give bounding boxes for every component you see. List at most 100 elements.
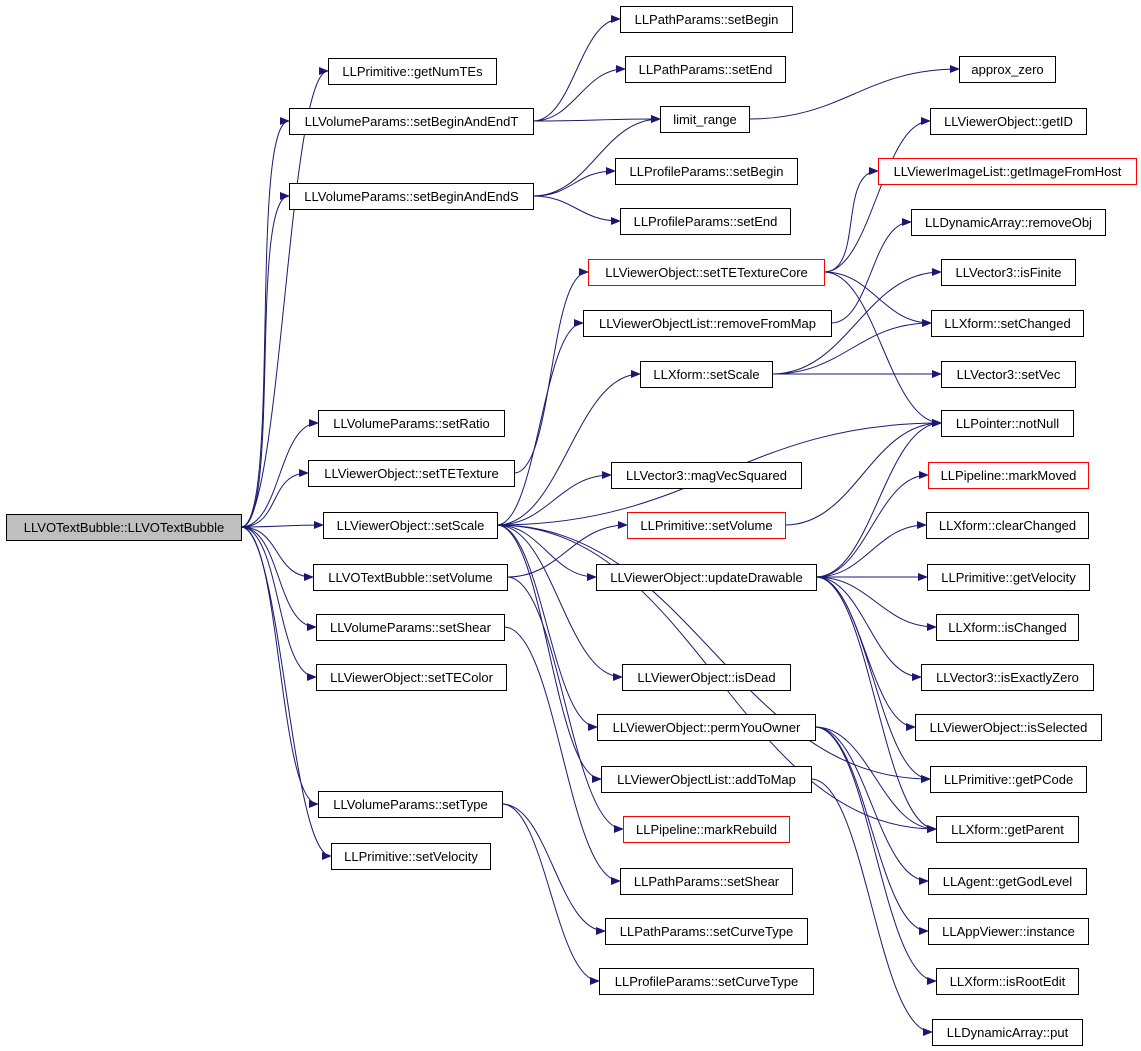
node-path-set-shear[interactable]: LLPathParams::setShear: [620, 868, 793, 895]
node-box: [622, 664, 791, 691]
node-remove-obj[interactable]: LLDynamicArray::removeObj: [911, 209, 1106, 236]
node-get-num-tes[interactable]: LLPrimitive::getNumTEs: [328, 58, 497, 85]
node-set-begin-and-end-t[interactable]: LLVolumeParams::setBeginAndEndT: [289, 108, 534, 135]
node-label: LLViewerObject::setTETexture: [324, 466, 498, 481]
node-box: [931, 310, 1084, 337]
node-get-god-level[interactable]: LLAgent::getGodLevel: [928, 868, 1087, 895]
node-path-set-end[interactable]: LLPathParams::setEnd: [625, 56, 786, 83]
node-mark-rebuild[interactable]: LLPipeline::markRebuild: [623, 816, 790, 843]
root-node-root[interactable]: LLVOTextBubble::LLVOTextBubble: [6, 514, 242, 541]
node-path-set-curve-type[interactable]: LLPathParams::setCurveType: [605, 918, 808, 945]
edge-set-scale-vo-to-remove-from-map: [496, 319, 584, 526]
node-box: [930, 766, 1087, 793]
node-not-null[interactable]: LLPointer::notNull: [941, 410, 1074, 437]
edge-perm-you-owner-to-get-parent: [814, 726, 937, 833]
node-label: LLViewerObject::setTETextureCore: [605, 265, 808, 280]
node-box: [597, 714, 816, 741]
node-set-tetexture[interactable]: LLViewerObject::setTETexture: [308, 460, 515, 487]
edge-set-volume-tb-to-prim-set-volume: [506, 521, 628, 578]
node-get-pcode[interactable]: LLPrimitive::getPCode: [930, 766, 1087, 793]
node-label: LLPrimitive::getVelocity: [941, 570, 1076, 585]
node-get-velocity[interactable]: LLPrimitive::getVelocity: [927, 564, 1090, 591]
node-xform-set-scale[interactable]: LLXform::setScale: [640, 361, 773, 388]
node-perm-you-owner[interactable]: LLViewerObject::permYouOwner: [597, 714, 816, 741]
node-prof-set-end[interactable]: LLProfileParams::setEnd: [620, 208, 791, 235]
node-box: [911, 209, 1106, 236]
edge-update-drawable-to-get-pcode: [815, 576, 931, 783]
node-label: limit_range: [673, 112, 737, 127]
graph-edges: [240, 15, 960, 1036]
node-is-dead[interactable]: LLViewerObject::isDead: [622, 664, 791, 691]
node-set-scale-vo[interactable]: LLViewerObject::setScale: [323, 512, 498, 539]
edge-perm-you-owner-to-instance: [814, 726, 929, 935]
node-get-image-from-host[interactable]: LLViewerImageList::getImageFromHost: [878, 158, 1137, 185]
node-label: LLVolumeParams::setBeginAndEndT: [305, 114, 519, 129]
edge-root-to-get-num-tes: [240, 67, 329, 528]
node-set-tecolor[interactable]: LLViewerObject::setTEColor: [316, 664, 507, 691]
edge-update-drawable-to-mark-moved: [815, 471, 929, 578]
node-box: [316, 614, 505, 641]
node-clear-changed[interactable]: LLXform::clearChanged: [926, 512, 1089, 539]
node-box: [601, 766, 812, 793]
node-box: [313, 564, 508, 591]
node-label: LLPrimitive::getPCode: [944, 772, 1073, 787]
edge-root-to-set-volume-tb: [240, 526, 314, 581]
edge-root-to-set-tecolor: [240, 526, 317, 681]
node-prof-set-curve-type[interactable]: LLProfileParams::setCurveType: [599, 968, 814, 995]
node-set-vec[interactable]: LLVector3::setVec: [941, 361, 1076, 388]
node-is-changed[interactable]: LLXform::isChanged: [936, 614, 1079, 641]
node-set-begin-and-end-s[interactable]: LLVolumeParams::setBeginAndEndS: [289, 183, 534, 210]
node-mark-moved[interactable]: LLPipeline::markMoved: [928, 462, 1089, 489]
edge-set-type-to-prof-set-curve-type: [501, 803, 600, 985]
node-set-changed[interactable]: LLXform::setChanged: [931, 310, 1084, 337]
node-label: LLXform::isRootEdit: [950, 974, 1066, 989]
node-label: LLXform::isChanged: [948, 620, 1067, 635]
node-set-volume-tb[interactable]: LLVOTextBubble::setVolume: [313, 564, 508, 591]
node-label: LLVector3::magVecSquared: [626, 468, 787, 483]
node-label: LLPipeline::markRebuild: [636, 822, 777, 837]
node-label: LLPrimitive::setVolume: [640, 518, 772, 533]
node-put[interactable]: LLDynamicArray::put: [932, 1019, 1083, 1046]
edge-update-drawable-to-not-null: [815, 419, 942, 578]
node-box: [627, 512, 786, 539]
node-set-ratio[interactable]: LLVolumeParams::setRatio: [318, 410, 505, 437]
node-box: [623, 816, 790, 843]
node-is-exactly-zero[interactable]: LLVector3::isExactlyZero: [921, 664, 1094, 691]
node-box: [921, 664, 1094, 691]
node-label: LLXform::setScale: [653, 367, 759, 382]
edge-set-scale-vo-to-xform-set-scale: [496, 370, 641, 526]
node-path-set-begin[interactable]: LLPathParams::setBegin: [620, 6, 793, 33]
edge-set-volume-tb-to-mark-rebuild: [506, 576, 624, 833]
graph-nodes: LLVOTextBubble::LLVOTextBubbleLLPrimitiv…: [6, 6, 1137, 1046]
node-set-type[interactable]: LLVolumeParams::setType: [318, 791, 503, 818]
node-get-id[interactable]: LLViewerObject::getID: [930, 108, 1087, 135]
node-label: LLViewerObject::permYouOwner: [613, 720, 801, 735]
edge-set-begin-and-end-s-to-prof-set-end: [532, 195, 621, 225]
node-mag-vec-squared[interactable]: LLVector3::magVecSquared: [611, 462, 802, 489]
node-is-finite[interactable]: LLVector3::isFinite: [941, 259, 1076, 286]
node-prim-set-volume[interactable]: LLPrimitive::setVolume: [627, 512, 786, 539]
node-add-to-map[interactable]: LLViewerObjectList::addToMap: [601, 766, 812, 793]
node-get-parent[interactable]: LLXform::getParent: [936, 816, 1079, 843]
node-update-drawable[interactable]: LLViewerObject::updateDrawable: [596, 564, 817, 591]
node-remove-from-map[interactable]: LLViewerObjectList::removeFromMap: [583, 310, 832, 337]
node-limit-range[interactable]: limit_range: [660, 106, 750, 133]
node-box: [927, 564, 1090, 591]
edge-perm-you-owner-to-is-root-edit: [814, 726, 937, 985]
edge-root-to-set-begin-and-end-t: [240, 117, 290, 528]
edge-set-shear-vp-to-path-set-shear: [503, 626, 621, 885]
node-set-tetexture-core[interactable]: LLViewerObject::setTETextureCore: [588, 259, 825, 286]
node-label: LLVolumeParams::setType: [333, 797, 487, 812]
node-set-shear-vp[interactable]: LLVolumeParams::setShear: [316, 614, 505, 641]
node-instance[interactable]: LLAppViewer::instance: [928, 918, 1089, 945]
edge-set-tetexture-core-to-get-id: [823, 117, 931, 273]
node-set-velocity[interactable]: LLPrimitive::setVelocity: [331, 843, 491, 870]
node-is-root-edit[interactable]: LLXform::isRootEdit: [936, 968, 1079, 995]
node-box: [620, 208, 791, 235]
node-box: [328, 58, 497, 85]
node-is-selected[interactable]: LLViewerObject::isSelected: [915, 714, 1102, 741]
node-prof-set-begin[interactable]: LLProfileParams::setBegin: [615, 158, 798, 185]
node-approx-zero[interactable]: approx_zero: [959, 56, 1056, 83]
node-label: LLViewerObjectList::removeFromMap: [599, 316, 816, 331]
node-box: [620, 6, 793, 33]
